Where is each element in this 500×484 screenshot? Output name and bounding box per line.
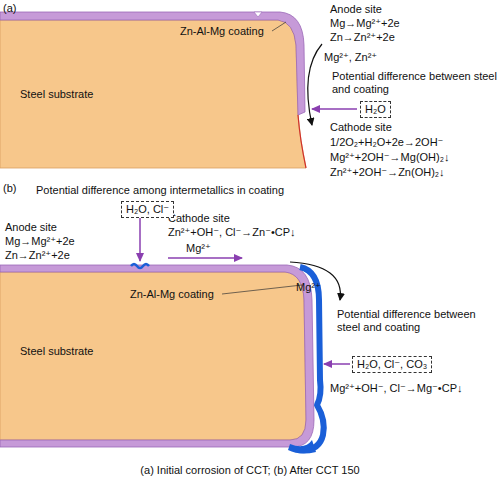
label: Mg²⁺+OH⁻, Cl⁻→Mg⁻•CP↓	[330, 382, 463, 395]
coating-defect	[254, 12, 262, 17]
label: Potential difference between steel and c…	[337, 308, 497, 334]
label: (b)	[3, 182, 16, 195]
label: (a)	[3, 2, 16, 15]
label: Anode site	[330, 3, 382, 16]
label: Mg²⁺+2OH⁻→Mg(OH)₂↓	[330, 151, 449, 164]
species-text: H₂O, Cl⁻, CO₃	[357, 358, 427, 371]
ion-arrow	[168, 257, 242, 259]
label: Potential difference among intermetallic…	[36, 184, 284, 197]
ion-arrow	[308, 44, 322, 125]
label: Steel substrate	[20, 88, 93, 101]
corrosion-pit	[131, 264, 149, 268]
species-text: H₂O	[365, 103, 386, 116]
label: Zn-Al-Mg coating	[130, 288, 214, 301]
coating	[0, 265, 314, 447]
label: Zn²⁺+OH⁻, Cl⁻→Zn⁻•CP↓	[168, 226, 296, 239]
label: Mg²⁺, Zn²⁺	[324, 51, 377, 64]
species-box: H₂O, Cl⁻, CO₃	[352, 356, 432, 373]
label: 1/2O₂+H₂O+2e→2OH⁻	[330, 136, 443, 149]
steel-substrate	[0, 272, 306, 440]
label: Steel substrate	[20, 345, 93, 358]
label: Anode site	[5, 221, 57, 234]
label: Zn²⁺+2OH⁻→Zn(OH)₂↓	[330, 166, 445, 179]
label: Mg²⁺	[296, 281, 321, 294]
figure-caption: (a) Initial corrosion of CCT; (b) After …	[0, 463, 500, 477]
water-arrow	[324, 363, 350, 365]
leader-line	[272, 22, 286, 31]
label: Potential difference between steel and c…	[332, 70, 497, 96]
species-box: H₂O, Cl⁻	[121, 201, 174, 218]
ion-arrow	[290, 262, 340, 300]
leader-line	[222, 285, 302, 294]
label: Zn→Zn²⁺+2e	[5, 249, 70, 262]
label: Cathode site	[330, 121, 392, 134]
coating	[0, 12, 305, 115]
label: Mg→Mg²⁺+2e	[5, 235, 75, 248]
label: Zn→Zn²⁺+2e	[330, 31, 395, 44]
steel-substrate	[0, 20, 306, 168]
label: Zn-Al-Mg coating	[180, 25, 264, 38]
corrosion-product-layer	[288, 440, 316, 454]
label: Mg²⁺	[186, 242, 211, 255]
corroded-edge	[298, 115, 306, 168]
species-text: H₂O, Cl⁻	[126, 203, 169, 216]
corrosion-product-layer	[298, 267, 324, 450]
species-box: H₂O	[360, 101, 391, 118]
water-arrow	[139, 217, 141, 261]
label: Mg→Mg²⁺+2e	[330, 17, 400, 30]
label: Cathode site	[168, 212, 230, 225]
water-arrow	[312, 108, 357, 110]
